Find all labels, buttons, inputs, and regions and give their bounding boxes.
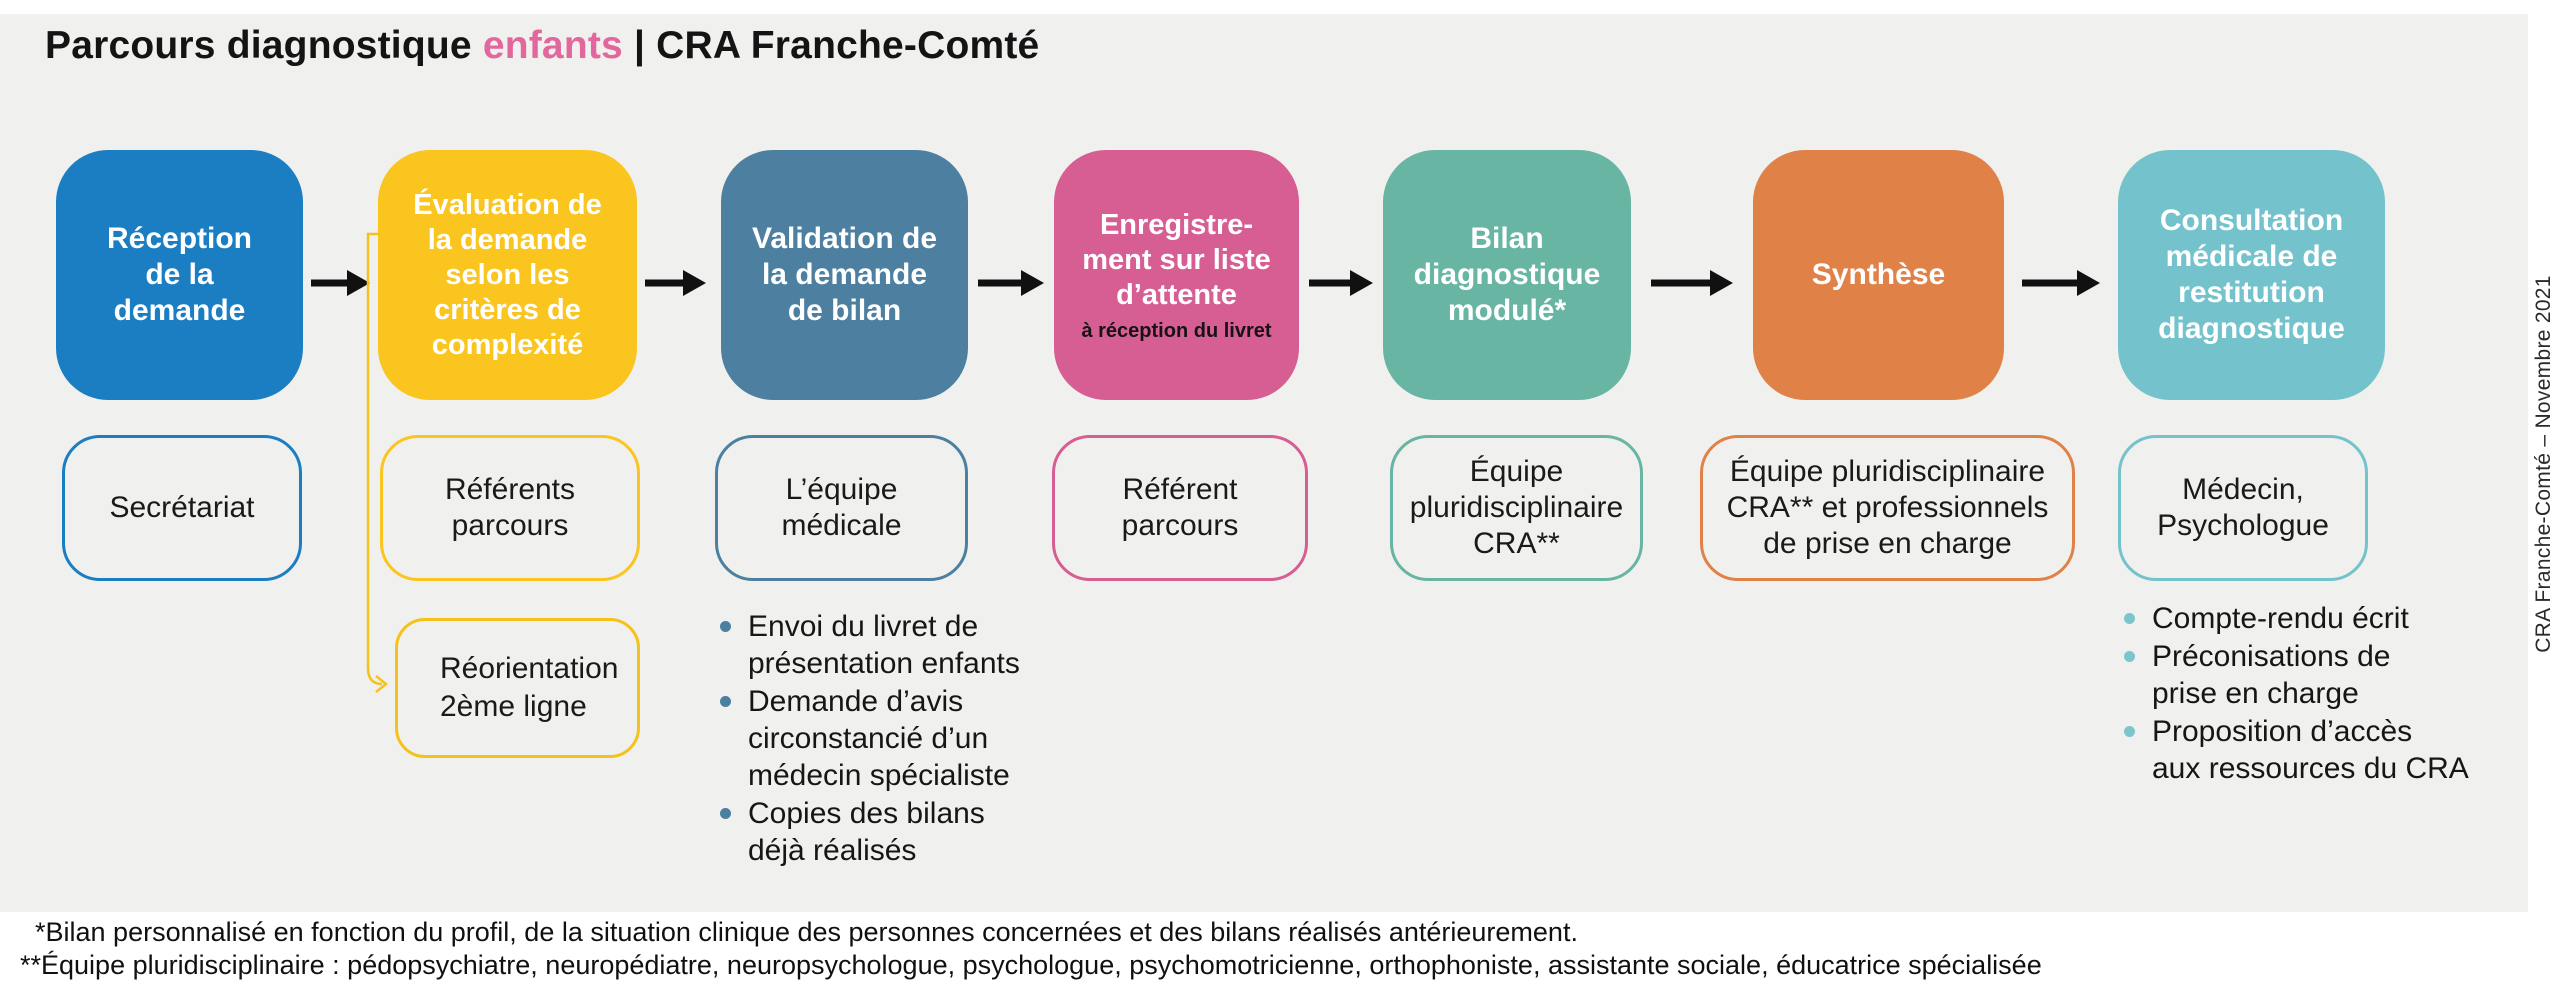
actor-box-referent-parcours: Référent parcours — [1052, 435, 1308, 581]
footnotes: *Bilan personnalisé en fonction du profi… — [20, 916, 2042, 982]
actor-label: Secrétariat — [109, 491, 255, 524]
title-suffix: | CRA Franche-Comté — [622, 24, 1040, 67]
step-label: Consultation médicale de restitution dia… — [2158, 204, 2345, 345]
page-title: Parcours diagnostique enfants | CRA Fran… — [45, 24, 1039, 68]
list-restitution: Compte-rendu écrit Préconisations de pri… — [2122, 600, 2522, 788]
actor-box-equipe-pluridisciplinaire: Équipe pluridisciplinaire CRA** — [1390, 435, 1643, 581]
flow-arrow-icon — [2022, 270, 2100, 296]
list-item: Préconisations de prise en charge — [2122, 638, 2522, 712]
step-label: Réception de la demande — [106, 222, 253, 327]
reorientation-box: Réorientation 2ème ligne — [395, 618, 640, 758]
actor-box-medecin-psychologue: Médecin, Psychologue — [2118, 435, 2368, 581]
step-box-validation: Validation de la demande de bilan — [721, 150, 968, 400]
list-item: Envoi du livret de présentation enfants — [718, 608, 1058, 682]
step-label: Bilan diagnostique modulé* — [1413, 222, 1601, 327]
list-item: Demande d’avis circonstancié d’un médeci… — [718, 683, 1058, 794]
footnote-equipe: **Équipe pluridisciplinaire : pédopsychi… — [20, 950, 2042, 980]
footnote-bilan: *Bilan personnalisé en fonction du profi… — [35, 917, 1578, 947]
actor-label: Équipe pluridisciplinaire CRA** — [1409, 455, 1624, 560]
step-sublabel: à réception du livret — [1081, 319, 1272, 342]
flow-arrow-icon — [978, 270, 1044, 296]
step-label: Enregistre- ment sur liste d’attente — [1082, 208, 1271, 311]
step-label: Synthèse — [1811, 258, 1946, 291]
flow-arrow-icon — [311, 270, 370, 296]
flow-arrow-icon — [1309, 270, 1373, 296]
step-box-reception: Réception de la demande — [56, 150, 303, 400]
list-item: Proposition d’accès aux ressources du CR… — [2122, 713, 2522, 787]
step-box-synthese: Synthèse — [1753, 150, 2004, 400]
actor-label: Équipe pluridisciplinaire CRA** et profe… — [1726, 455, 2049, 560]
reorientation-label: Réorientation 2ème ligne — [440, 652, 619, 723]
step-label: Validation de la demande de bilan — [751, 222, 938, 327]
credit-text: CRA Franche-Comté – Novembre 2021 — [2532, 275, 2555, 653]
step-box-enregistrement: Enregistre- ment sur liste d’attente à r… — [1054, 150, 1299, 400]
step-box-evaluation: Évaluation de la demande selon les critè… — [378, 150, 637, 400]
list-equipe-medicale: Envoi du livret de présentation enfants … — [718, 608, 1058, 870]
step-box-bilan: Bilan diagnostique modulé* — [1383, 150, 1631, 400]
actor-box-equipe-et-professionnels: Équipe pluridisciplinaire CRA** et profe… — [1700, 435, 2075, 581]
list-item: Compte-rendu écrit — [2122, 600, 2522, 637]
flow-arrow-icon — [645, 270, 706, 296]
actor-label: Référents parcours — [444, 473, 576, 542]
title-highlight: enfants — [482, 24, 623, 67]
list-item: Copies des bilans déjà réalisés — [718, 795, 1058, 869]
actor-label: L’équipe médicale — [781, 473, 902, 542]
actor-box-referents-parcours: Référents parcours — [380, 435, 640, 581]
actor-box-equipe-medicale: L’équipe médicale — [715, 435, 968, 581]
actor-label: Médecin, Psychologue — [2157, 473, 2329, 542]
reorientation-connector-line — [366, 232, 389, 693]
flow-arrow-icon — [1651, 270, 1733, 296]
actor-label: Référent parcours — [1121, 473, 1239, 542]
actor-box-secretariat: Secrétariat — [62, 435, 302, 581]
step-label: Évaluation de la demande selon les critè… — [413, 188, 602, 361]
step-box-consultation: Consultation médicale de restitution dia… — [2118, 150, 2385, 400]
title-prefix: Parcours diagnostique — [45, 24, 483, 67]
